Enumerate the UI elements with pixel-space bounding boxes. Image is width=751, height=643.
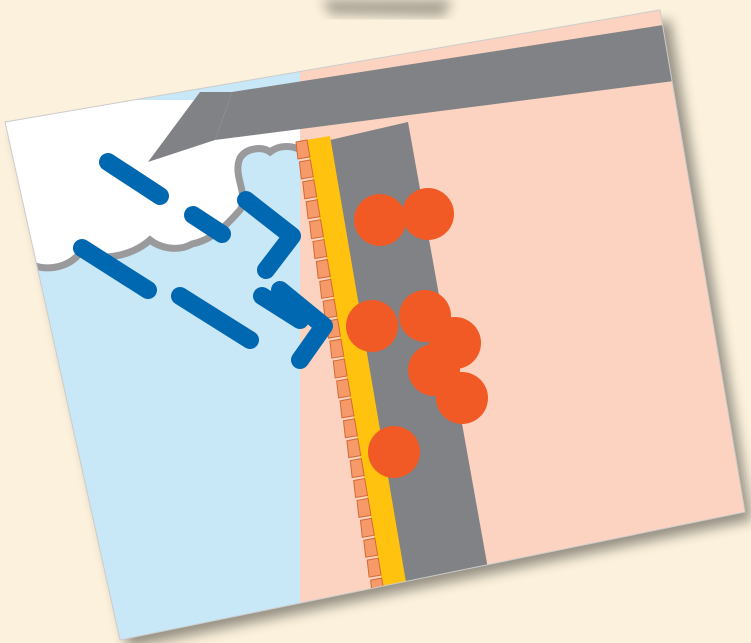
cladding-tile <box>353 477 369 499</box>
cladding-tile <box>356 497 372 518</box>
roof-eave <box>148 92 232 162</box>
moisture-drop <box>346 300 398 352</box>
roof-slab <box>215 10 745 140</box>
rain-arrowhead <box>237 191 301 279</box>
cladding-tile <box>302 179 318 200</box>
moisture-drop <box>354 194 406 246</box>
cladding-tile <box>366 557 382 578</box>
moisture-drop <box>402 188 454 240</box>
rain-dash <box>253 287 309 329</box>
rain-dash <box>184 206 231 243</box>
cladding-tile <box>339 398 355 419</box>
cladding-tile <box>298 159 314 180</box>
cladding-tile <box>336 378 352 399</box>
cladding-tile <box>342 418 358 439</box>
cladding-tile <box>305 199 321 220</box>
cladding-tile <box>332 358 348 379</box>
rain-arrowhead <box>271 281 333 369</box>
moisture-drop <box>368 426 420 478</box>
cladding-tile <box>315 258 331 279</box>
card-border <box>4 9 746 641</box>
rain-dash <box>99 153 169 205</box>
cladding-tile <box>319 278 335 299</box>
cladding-tile <box>329 338 345 359</box>
cladding-tile <box>363 537 379 558</box>
cladding-tile <box>322 298 338 319</box>
cladding-tile <box>346 438 362 459</box>
cladding-tile <box>312 238 328 260</box>
moisture-drops <box>346 188 488 478</box>
rain-dash <box>73 239 157 299</box>
cladding-tile <box>295 139 311 160</box>
rain-arrows <box>73 153 333 369</box>
back-card-shadow <box>322 0 452 16</box>
moisture-drop <box>436 372 488 424</box>
cladding-tile <box>349 458 365 479</box>
waterproof-membrane <box>306 136 408 600</box>
cladding-tile <box>359 517 375 538</box>
rain-dash <box>171 287 259 349</box>
cladding-tile <box>309 219 325 240</box>
